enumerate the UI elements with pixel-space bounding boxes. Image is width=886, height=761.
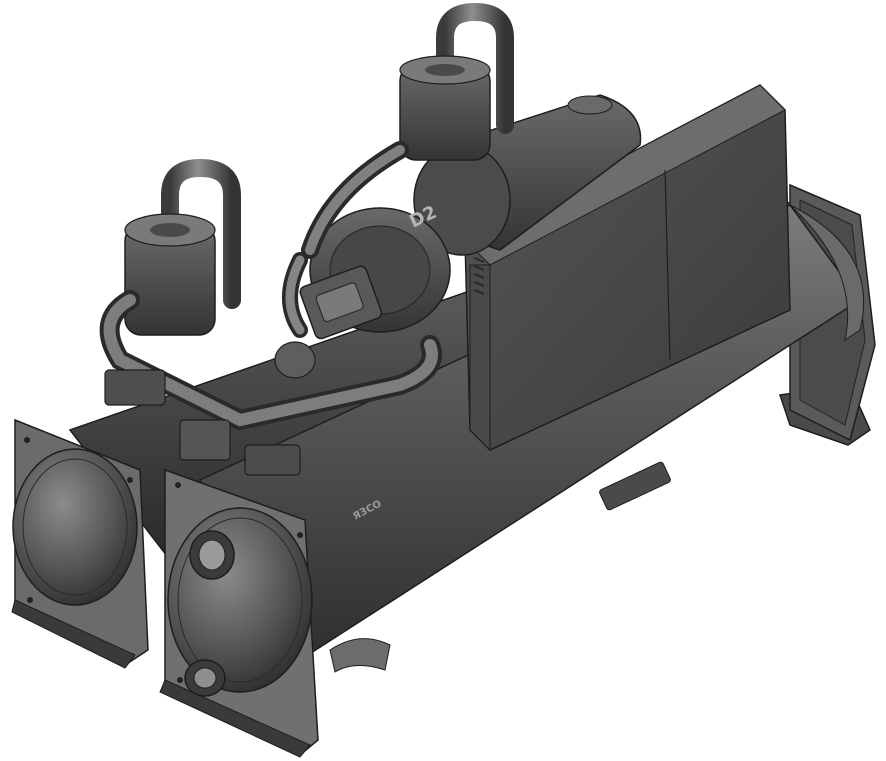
valve-cluster xyxy=(104,341,671,673)
left-head-assembly xyxy=(11,418,149,669)
control-panel xyxy=(464,84,791,452)
right-head-assembly xyxy=(159,468,319,758)
discharge-piping xyxy=(99,141,442,431)
right-oil-separator xyxy=(399,2,514,161)
left-oil-separator xyxy=(124,158,241,336)
